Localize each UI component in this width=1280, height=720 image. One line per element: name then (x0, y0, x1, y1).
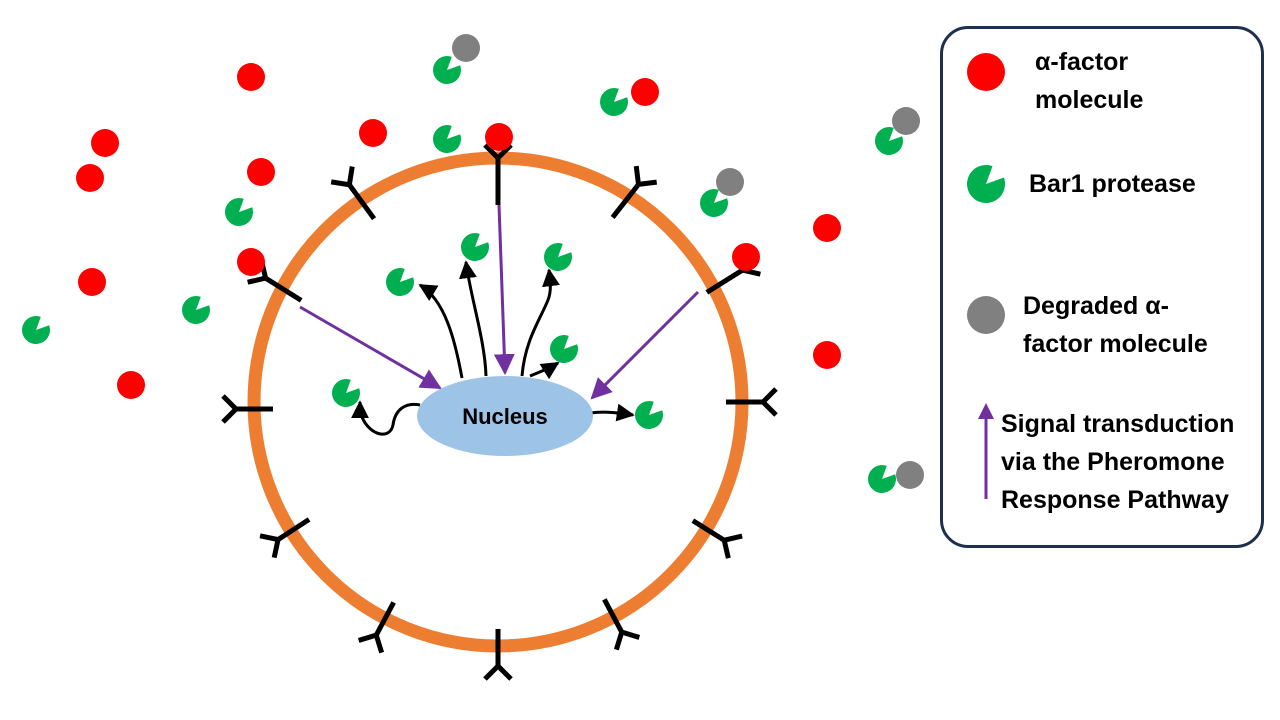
bar1-protease (433, 124, 462, 153)
alpha-factor-molecule (78, 268, 106, 296)
receptors (221, 143, 778, 681)
degraded-molecule (716, 168, 744, 196)
receptor-icon (726, 387, 778, 417)
signal-arrow-icon (978, 403, 994, 499)
bar1-protease (600, 87, 629, 116)
alpha-factor-molecule (732, 243, 760, 271)
alpha-factor-molecule (247, 158, 275, 186)
alpha-factor-molecule (813, 341, 841, 369)
receptor-icon (483, 143, 513, 205)
legend-alpha-label: α-factor molecule (1035, 48, 1144, 114)
secretion-arrows (351, 260, 635, 436)
secretion-arrow (418, 283, 464, 379)
receptor-icon (357, 601, 396, 654)
degraded-molecules (452, 34, 924, 489)
signal-arrow (299, 305, 442, 390)
receptor-icon (221, 394, 273, 424)
alpha-factor-molecule (117, 371, 145, 399)
receptor-icon (602, 598, 641, 651)
legend-bar1-label: Bar1 protease (1029, 170, 1196, 198)
bar1-protease (182, 295, 211, 324)
secretion-arrow (459, 260, 488, 377)
secretion-arrow (520, 268, 560, 377)
receptor-icon (483, 629, 513, 681)
bar1-protease (433, 55, 462, 84)
signal-arrows (299, 204, 700, 400)
alpha-factor-molecule (359, 119, 387, 147)
alpha-factor-molecule (91, 129, 119, 157)
legend-degraded-label: Degraded α- factor molecule (1023, 292, 1208, 358)
degraded-molecule (892, 107, 920, 135)
bar1-protease (332, 378, 361, 407)
receptor-icon (610, 165, 658, 219)
bar1-protease (225, 197, 254, 226)
bar1-protease (550, 334, 579, 363)
secretion-arrow (529, 361, 560, 380)
degraded-molecule (452, 34, 480, 62)
alpha-factor-molecule (76, 164, 104, 192)
receptor-icon (259, 517, 311, 559)
bar1-protease (875, 126, 904, 155)
alpha-factor-molecule (485, 123, 513, 151)
bar1-icon (967, 164, 1006, 203)
bar1-protease (22, 315, 51, 344)
bar1-protease (635, 400, 664, 429)
nucleus-label: Nucleus (462, 404, 548, 429)
alpha-factor-molecule (237, 248, 265, 276)
secretion-arrow (351, 400, 421, 436)
alpha-factor-molecule (813, 214, 841, 242)
bar1-protease (868, 464, 897, 493)
degraded-icon (967, 296, 1005, 334)
bar1-protease (544, 242, 573, 271)
legend: α-factor molecule Bar1 protease Degraded… (940, 26, 1264, 548)
bar1-protease (700, 188, 729, 217)
alpha-factor-molecule (237, 63, 265, 91)
receptor-icon (330, 166, 377, 221)
bar1-proteases (22, 55, 904, 493)
alpha-factor-molecules (76, 63, 841, 399)
alpha-factor-icon (967, 53, 1005, 91)
bar1-protease (461, 232, 490, 261)
degraded-molecule (896, 461, 924, 489)
bar1-protease (386, 267, 415, 296)
legend-signal-label: Signal transduction via the Pheromone Re… (1001, 410, 1235, 514)
signal-arrow (493, 204, 515, 376)
signal-arrow (590, 290, 700, 400)
alpha-factor-molecule (631, 78, 659, 106)
nucleus (417, 376, 593, 456)
secretion-arrow (589, 403, 635, 422)
receptor-icon (691, 518, 743, 559)
